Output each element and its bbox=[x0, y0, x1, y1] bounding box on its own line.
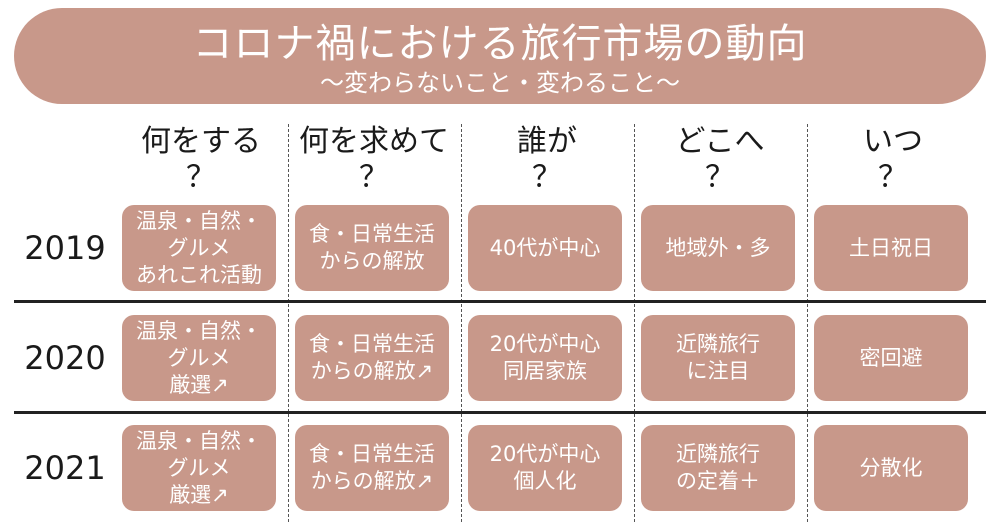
column-divider bbox=[807, 124, 808, 522]
title-banner: コロナ禍における旅行市場の動向 〜変わらないこと・変わること〜 bbox=[14, 8, 986, 104]
column-divider bbox=[634, 124, 635, 522]
cell-2020-where: 近隣旅行 に注目 bbox=[641, 315, 795, 401]
page-title: コロナ禍における旅行市場の動向 bbox=[192, 21, 808, 67]
column-divider bbox=[288, 124, 289, 522]
column-header-label: いつ bbox=[863, 124, 923, 159]
column-header-label: 誰が bbox=[517, 124, 577, 159]
column-header-label: どこへ bbox=[675, 124, 765, 159]
cell-2020-what: 温泉・自然・ グルメ 厳選↗ bbox=[122, 315, 276, 401]
column-header-label: 何を求めて bbox=[299, 124, 449, 159]
column-header-why: 何を求めて ？ bbox=[289, 124, 459, 196]
cell-2021-why: 食・日常生活 からの解放↗ bbox=[295, 425, 449, 511]
cell-2021-who: 20代が中心 個人化 bbox=[468, 425, 622, 511]
column-header-who: 誰が ？ bbox=[462, 124, 632, 196]
question-mark: ？ bbox=[532, 160, 562, 195]
page-subtitle: 〜変わらないこと・変わること〜 bbox=[320, 69, 680, 97]
question-mark: ？ bbox=[186, 160, 216, 195]
year-label-2021: 2021 bbox=[24, 449, 106, 487]
column-header-where: どこへ ？ bbox=[635, 124, 805, 196]
year-label-2020: 2020 bbox=[24, 339, 106, 377]
cell-2020-who: 20代が中心 同居家族 bbox=[468, 315, 622, 401]
cell-2019-where: 地域外・多 bbox=[641, 205, 795, 291]
row-divider bbox=[14, 300, 986, 303]
column-divider bbox=[461, 124, 462, 522]
column-header-what: 何をする ？ bbox=[116, 124, 286, 196]
cell-2021-where: 近隣旅行 の定着＋ bbox=[641, 425, 795, 511]
cell-2019-when: 土日祝日 bbox=[814, 205, 968, 291]
cell-2019-who: 40代が中心 bbox=[468, 205, 622, 291]
cell-2021-when: 分散化 bbox=[814, 425, 968, 511]
year-label-2019: 2019 bbox=[24, 229, 106, 267]
cell-2020-when: 密回避 bbox=[814, 315, 968, 401]
cell-2019-why: 食・日常生活 からの解放 bbox=[295, 205, 449, 291]
cell-2021-what: 温泉・自然・ グルメ 厳選↗ bbox=[122, 425, 276, 511]
row-divider bbox=[14, 411, 986, 414]
question-mark: ？ bbox=[359, 160, 389, 195]
column-header-when: いつ ？ bbox=[808, 124, 978, 196]
question-mark: ？ bbox=[878, 160, 908, 195]
cell-2019-what: 温泉・自然・ グルメ あれこれ活動 bbox=[122, 205, 276, 291]
question-mark: ？ bbox=[705, 160, 735, 195]
column-header-label: 何をする bbox=[141, 124, 261, 159]
cell-2020-why: 食・日常生活 からの解放↗ bbox=[295, 315, 449, 401]
